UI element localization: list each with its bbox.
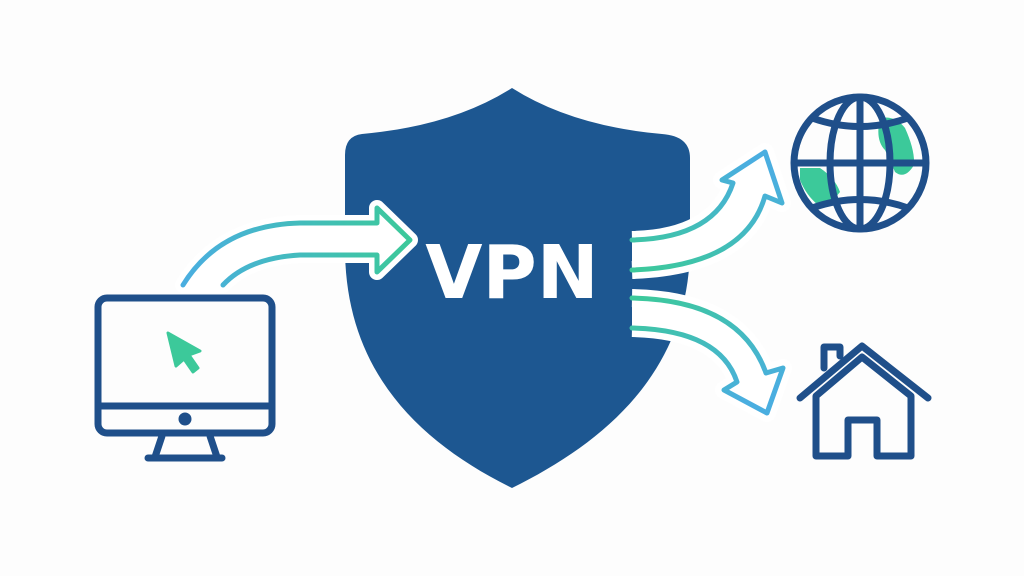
house-icon [796, 342, 932, 460]
arrow-to-home [629, 289, 792, 422]
shield-icon [345, 88, 690, 488]
arrow-to-vpn [175, 200, 418, 293]
globe-icon [790, 93, 930, 233]
arrow-to-internet [629, 143, 791, 279]
desktop-computer-icon [94, 294, 276, 462]
cursor-icon [166, 331, 202, 374]
vpn-label: VPN [425, 230, 598, 316]
